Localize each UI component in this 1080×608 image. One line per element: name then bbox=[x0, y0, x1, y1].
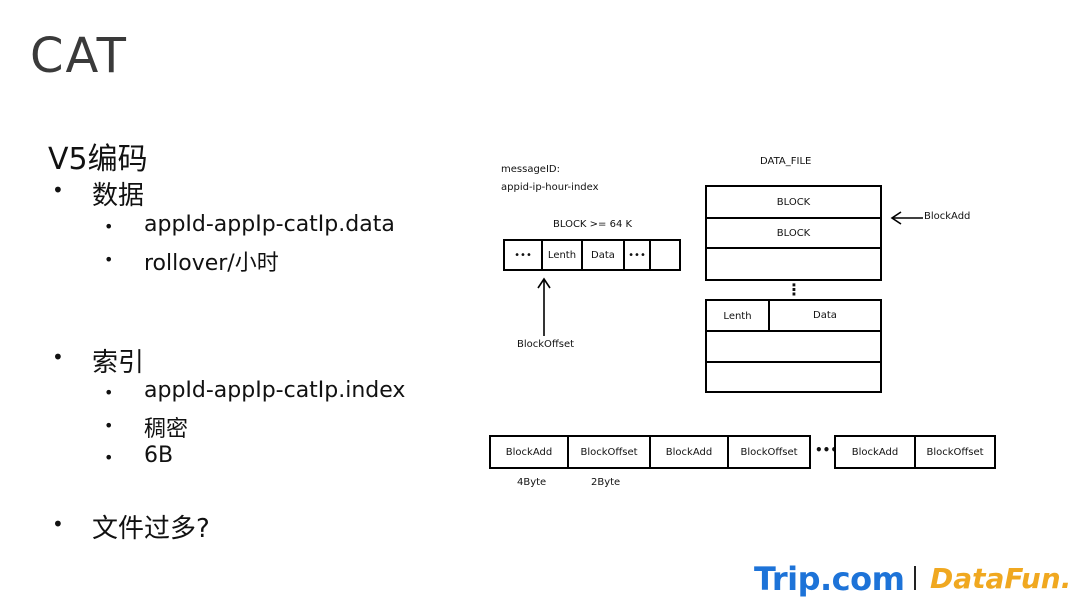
index-item-size: 6B bbox=[144, 443, 174, 468]
data-file-block-2: BLOCK bbox=[776, 227, 811, 239]
message-record bbox=[503, 239, 681, 271]
data-item-filename: appId-appIp-catIp.data bbox=[144, 212, 395, 237]
block-offset-label: BlockOffset bbox=[517, 339, 575, 350]
message-cell-ellipsis-left: ••• bbox=[514, 249, 532, 261]
data-file-cell-length: Lenth bbox=[723, 310, 752, 322]
data-file-top bbox=[705, 185, 882, 281]
cell-divider bbox=[649, 239, 651, 271]
block-offset-arrow-icon bbox=[537, 277, 551, 336]
data-file-label: DATA_FILE bbox=[760, 156, 812, 167]
block-size-label: BLOCK >= 64 K bbox=[553, 219, 633, 230]
section-data-label: 数据 bbox=[92, 181, 145, 211]
index-item-dense: 稠密 bbox=[144, 417, 189, 442]
data-file-block-1: BLOCK bbox=[776, 196, 811, 208]
slide-title: CAT bbox=[30, 28, 128, 84]
message-id-format: appid-ip-hour-index bbox=[501, 182, 599, 193]
sub-bullet-dot: • bbox=[104, 416, 114, 435]
vertical-ellipsis-icon: ⋮ bbox=[786, 280, 802, 299]
cell-divider bbox=[623, 239, 625, 271]
index-cell-block-offset: BlockOffset bbox=[740, 446, 798, 458]
section-index-label: 索引 bbox=[92, 348, 145, 378]
size-label-4byte: 4Byte bbox=[517, 477, 547, 488]
section-too-many-files: 文件过多? bbox=[92, 514, 210, 544]
index-cell-block-offset: BlockOffset bbox=[580, 446, 638, 458]
block-add-arrow-icon bbox=[890, 211, 923, 225]
message-id-label: messageID: bbox=[501, 164, 560, 175]
data-file-cell-data: Data bbox=[813, 309, 837, 321]
message-cell-length: Lenth bbox=[547, 249, 577, 261]
cell-divider bbox=[649, 435, 651, 469]
sub-bullet-dot: • bbox=[104, 448, 114, 467]
index-item-filename: appId-appIp-catIp.index bbox=[144, 378, 406, 403]
row-divider bbox=[705, 247, 882, 249]
sub-bullet-dot: • bbox=[104, 383, 114, 402]
cell-divider bbox=[541, 239, 543, 271]
bullet-dot: • bbox=[52, 512, 64, 536]
message-cell-ellipsis-right: ••• bbox=[628, 249, 646, 261]
index-cell-block-offset: BlockOffset bbox=[926, 446, 984, 458]
index-cell-block-add: BlockAdd bbox=[665, 446, 713, 458]
cell-divider bbox=[914, 435, 916, 469]
cell-divider bbox=[768, 299, 770, 331]
data-item-rollover: rollover/小时 bbox=[144, 251, 279, 276]
sub-bullet-dot: • bbox=[104, 217, 114, 236]
row-divider bbox=[705, 330, 882, 332]
index-cell-block-add: BlockAdd bbox=[505, 446, 553, 458]
cell-divider bbox=[581, 239, 583, 271]
row-divider bbox=[705, 361, 882, 363]
trip-com-logo: Trip.com bbox=[754, 560, 905, 598]
index-ellipsis-icon: ••• bbox=[815, 443, 839, 457]
block-add-label: BlockAdd bbox=[924, 211, 971, 222]
logo-separator bbox=[914, 566, 916, 590]
message-cell-data: Data bbox=[591, 249, 615, 261]
row-divider bbox=[705, 217, 882, 219]
slide-subtitle: V5编码 bbox=[48, 142, 148, 177]
data-file-bottom bbox=[705, 299, 882, 393]
cell-divider bbox=[727, 435, 729, 469]
index-cell-block-add: BlockAdd bbox=[851, 446, 899, 458]
sub-bullet-dot: • bbox=[104, 250, 114, 269]
bullet-dot: • bbox=[52, 345, 64, 369]
cell-divider bbox=[567, 435, 569, 469]
size-label-2byte: 2Byte bbox=[591, 477, 621, 488]
datafun-logo: DataFun. bbox=[930, 562, 1072, 595]
bullet-dot: • bbox=[52, 178, 64, 202]
